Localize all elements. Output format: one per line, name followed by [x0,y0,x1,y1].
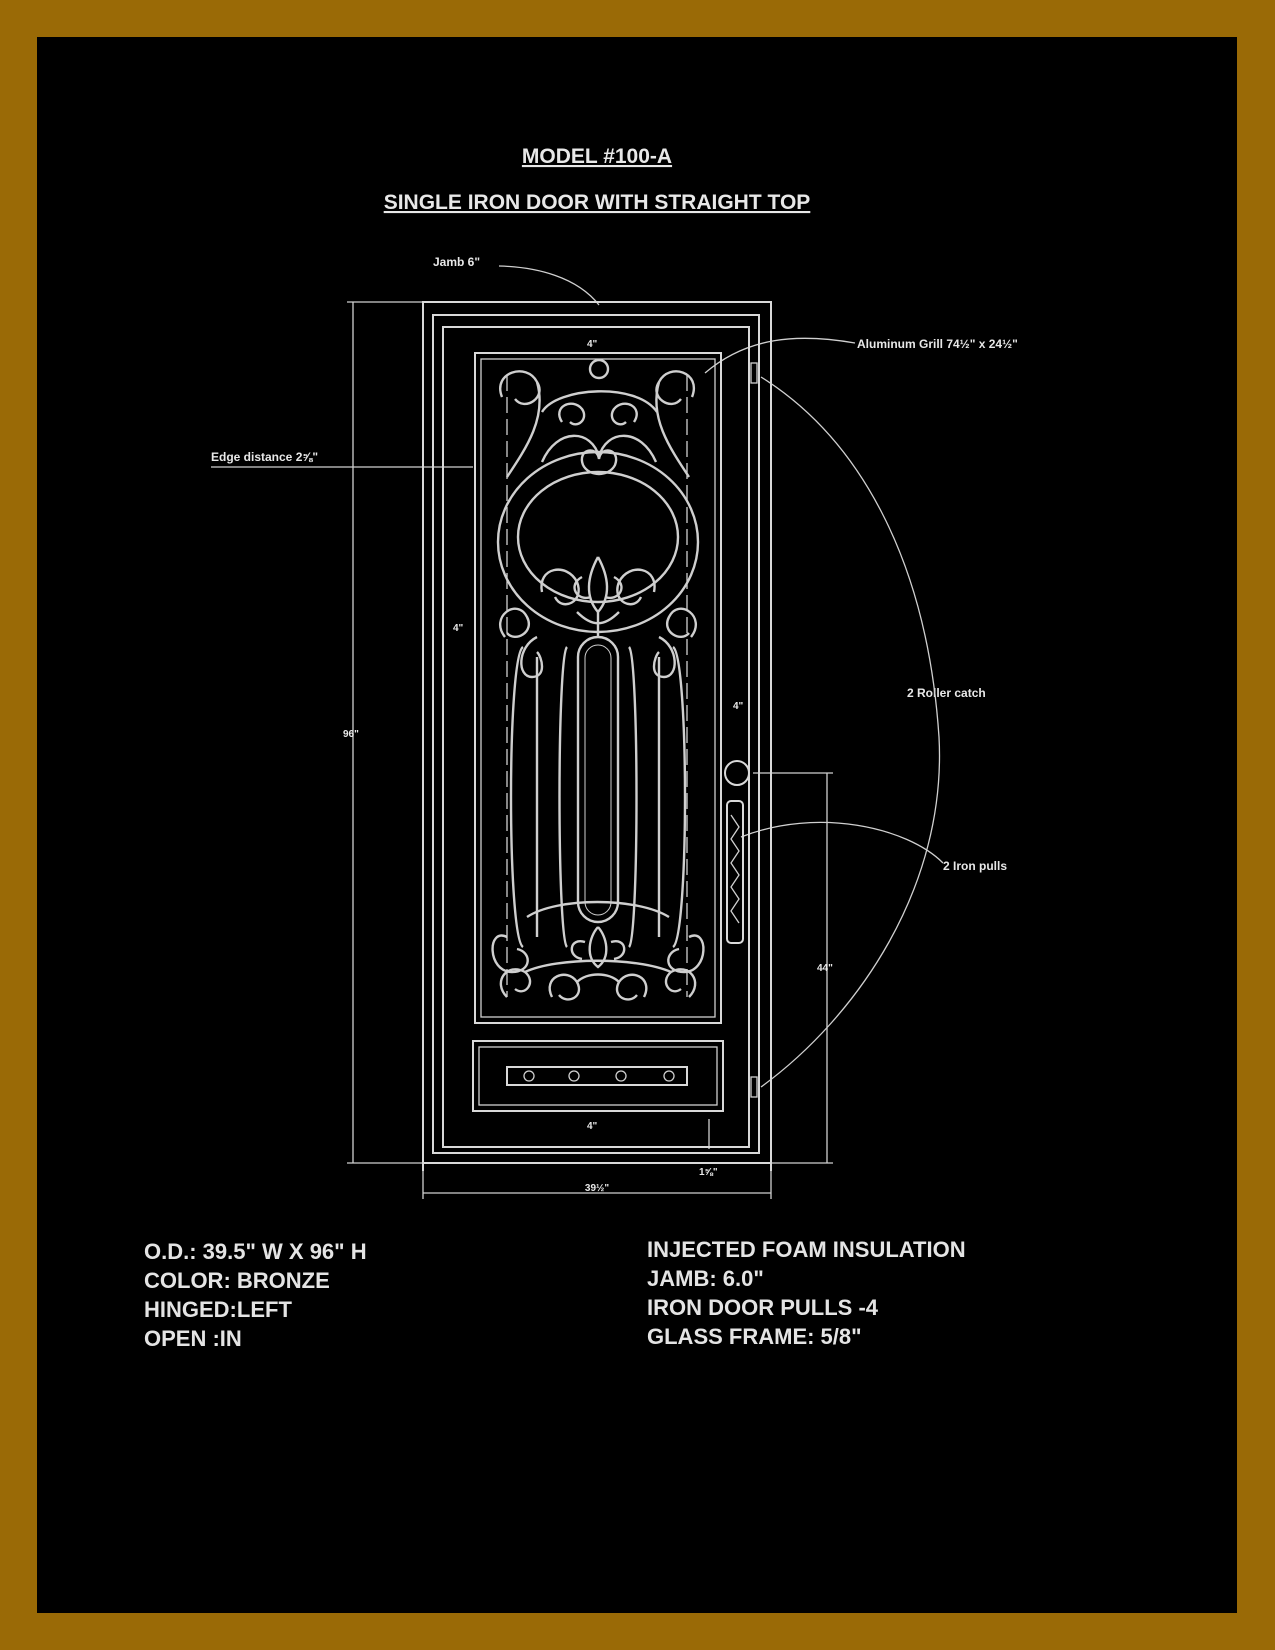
width-dimension: 39½" [585,1183,609,1194]
spec-hinged: HINGED:LEFT [144,1297,292,1322]
iron-pull [726,800,744,944]
roller-catch-top [750,362,758,384]
door-drawing: MODEL #100-A SINGLE IRON DOOR WITH STRAI… [211,145,1018,1199]
aluminum-grill [474,352,722,1024]
jamb-leader [498,265,600,306]
bottom-dimension: 4" [587,1121,598,1132]
grill-leader [704,337,856,374]
drawing-subtitle: SINGLE IRON DOOR WITH STRAIGHT TOP [384,191,811,214]
handle-height-dimension: 44" [817,963,833,974]
pulls-leader [740,821,944,864]
spec-color: COLOR: BRONZE [144,1268,330,1293]
left-dimension: 4" [453,623,464,634]
top-dimension: 4" [587,339,598,350]
threshold-dimension: 1⅝" [699,1167,718,1178]
edge-distance-callout: Edge distance 2⅝" [211,450,318,464]
spec-open: OPEN :IN [144,1326,242,1351]
door-jamb [422,301,772,1164]
kick-plate [506,1066,688,1086]
iron-pulls-callout: 2 Iron pulls [943,859,1007,873]
spec-glass-frame: GLASS FRAME: 5/8" [647,1324,862,1349]
door-slab [442,326,750,1148]
spec-size: O.D.: 39.5" W X 96" H [144,1239,367,1264]
roller-catch-bottom [750,1076,758,1098]
height-dimension: 96" [343,729,359,740]
roller-catch-callout: 2 Roller catch [907,686,986,700]
jamb-callout: Jamb 6" [433,255,480,269]
door-knob [724,760,750,786]
roller-catch-arc [760,376,941,1088]
specs-left: O.D.: 39.5" W X 96" H COLOR: BRONZE HING… [144,1237,367,1353]
grill-callout: Aluminum Grill 74½" x 24½" [857,337,1018,351]
specs-right: INJECTED FOAM INSULATION JAMB: 6.0" IRON… [647,1235,966,1351]
spec-pulls: IRON DOOR PULLS -4 [647,1295,879,1320]
drawing-sheet: MODEL #100-A SINGLE IRON DOOR WITH STRAI… [37,37,1237,1613]
spec-jamb: JAMB: 6.0" [647,1266,764,1291]
right-dimension: 4" [733,701,744,712]
spec-insulation: INJECTED FOAM INSULATION [647,1237,966,1262]
scrollwork [491,358,705,1001]
drawing-title: MODEL #100-A [522,145,672,168]
kick-panel [472,1040,724,1112]
